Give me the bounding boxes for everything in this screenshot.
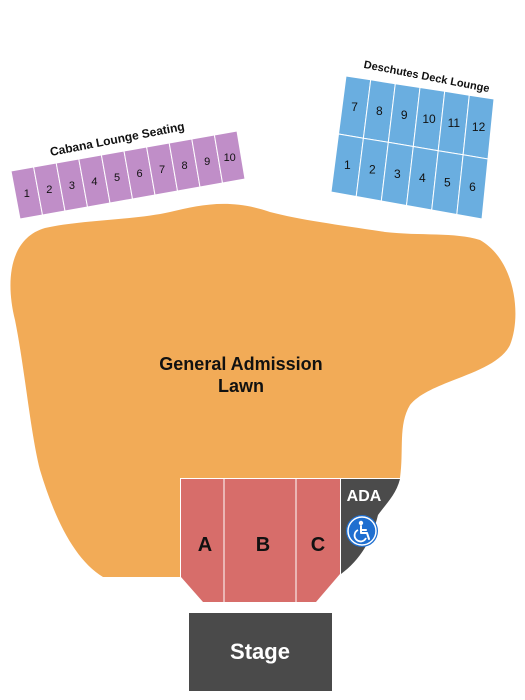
lawn-label-line1: General Admission (159, 354, 322, 374)
cabana-section-label: 2 (46, 184, 52, 196)
wheelchair-icon (346, 515, 378, 547)
deck-section-label: 8 (376, 104, 383, 118)
cabana-section-10[interactable]: 10 (213, 130, 246, 184)
cabana-section-label: 7 (159, 164, 165, 176)
deck-section-label: 7 (351, 100, 358, 114)
cabana-section-label: 9 (204, 156, 210, 168)
deck-section-10[interactable]: 10 (412, 86, 446, 152)
pit-section-b-label[interactable]: B (256, 534, 270, 556)
cabana-section-label: 1 (24, 188, 30, 200)
stage-block (189, 613, 332, 691)
deck-section-label: 12 (472, 120, 486, 134)
cabana-section-label: 10 (224, 152, 236, 164)
ada-section[interactable]: ADA (341, 479, 400, 574)
ada-label: ADA (347, 488, 382, 505)
cabana-section-label: 6 (136, 168, 142, 180)
pit-section-a-label[interactable]: A (198, 534, 212, 556)
stage-label: Stage (230, 639, 290, 664)
pit-section-c-label[interactable]: C (311, 534, 325, 556)
deck-section-6[interactable]: 6 (456, 154, 489, 220)
pit-section-area[interactable] (181, 479, 340, 602)
cabana-section-label: 8 (182, 160, 188, 172)
cabana-section-shape[interactable] (213, 130, 246, 184)
deck-section-label: 3 (394, 167, 401, 181)
stage: Stage (189, 613, 332, 691)
deck-section-label: 10 (422, 112, 436, 126)
deck-section-label: 5 (444, 176, 451, 190)
cabana-section-label: 3 (69, 180, 75, 192)
deck-section-label: 1 (344, 158, 351, 172)
deck-section-label: 2 (369, 163, 376, 177)
deck-section-label: 9 (401, 108, 408, 122)
cabana-section-label: 4 (91, 176, 97, 188)
deck-section-shape[interactable] (456, 154, 489, 220)
deck-section-label: 6 (469, 180, 476, 194)
lawn-label-line2: Lawn (218, 376, 264, 396)
general-admission-lawn[interactable] (10, 203, 516, 577)
cabana-section-label: 5 (114, 172, 120, 184)
deck-section-label: 11 (448, 116, 461, 130)
pit-sections: A B C (181, 479, 340, 602)
deck-section-12[interactable]: 12 (462, 94, 495, 160)
deck-section-label: 4 (419, 171, 426, 185)
